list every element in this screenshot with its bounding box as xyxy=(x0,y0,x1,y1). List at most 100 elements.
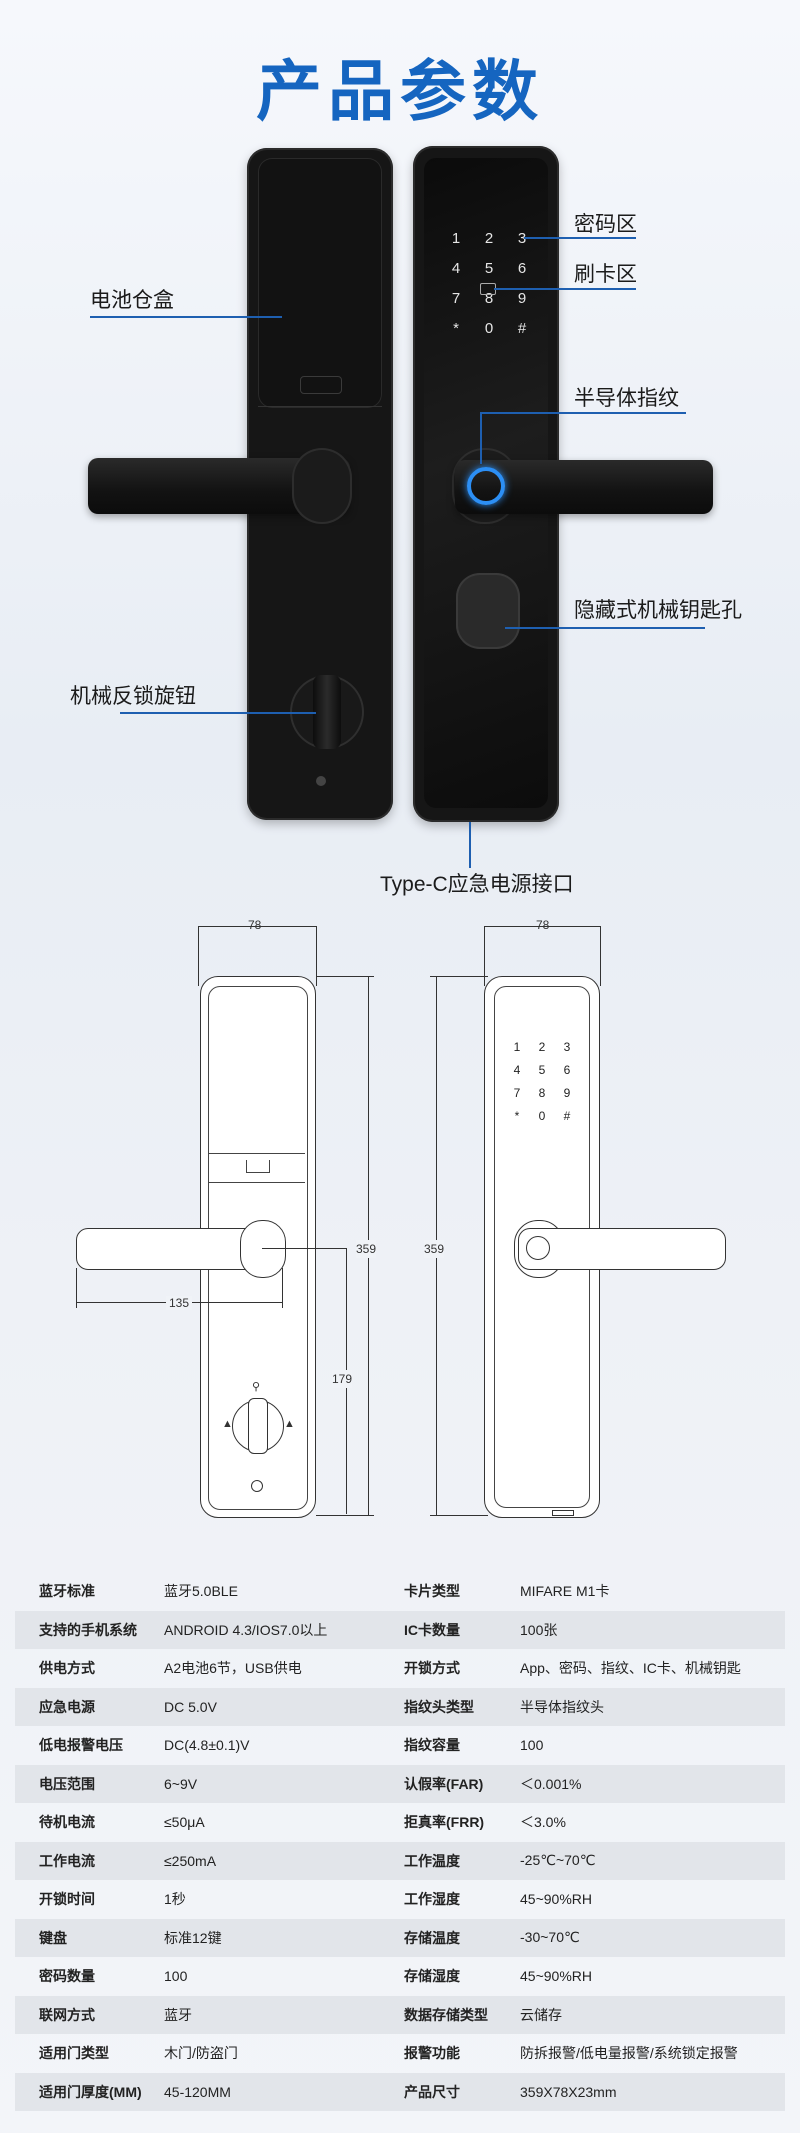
spec-value: DC 5.0V xyxy=(164,1698,217,1715)
spec-value: App、密码、指纹、IC卡、机械钥匙 xyxy=(520,1660,741,1677)
back-handle-rose xyxy=(292,448,352,524)
spec-value: 45~90%RH xyxy=(520,1968,592,1985)
dim-tick-bottom-left xyxy=(316,1515,374,1516)
drawing-screw-icon xyxy=(251,1480,263,1492)
key-6[interactable]: 6 xyxy=(517,260,527,277)
spec-value: 100 xyxy=(520,1737,544,1754)
keypad: 1 2 3 4 5 6 7 8 9 * 0 # xyxy=(441,230,537,340)
spec-value: MIFARE M1卡 xyxy=(520,1583,610,1600)
lock-icon-left: ▲ xyxy=(222,1418,233,1430)
callout-line-keyhole xyxy=(505,627,705,629)
spec-label: 工作湿度 xyxy=(404,1891,460,1908)
spec-value: 木门/防盗门 xyxy=(164,2045,238,2062)
drawing-battery-line-2 xyxy=(209,1182,305,1183)
spec-label: IC卡数量 xyxy=(404,1621,460,1638)
spec-value: A2电池6节，USB供电 xyxy=(164,1660,302,1677)
key-hash[interactable]: # xyxy=(517,320,527,337)
spec-label: 拒真率(FRR) xyxy=(404,1814,485,1831)
drawing-key-8: 8 xyxy=(538,1086,546,1100)
spec-label: 适用门厚度(MM) xyxy=(39,2083,142,2100)
drawing-knob xyxy=(248,1398,268,1454)
spec-label: 应急电源 xyxy=(39,1698,95,1715)
callout-knob: 机械反锁旋钮 xyxy=(70,685,196,708)
spec-label: 存储湿度 xyxy=(404,1968,460,1985)
dim-ext-handle-a xyxy=(76,1268,77,1308)
dim-ext-right-b xyxy=(600,926,601,986)
key-4[interactable]: 4 xyxy=(451,260,461,277)
drawing-key-3: 3 xyxy=(563,1040,571,1054)
spec-value: 蓝牙 xyxy=(164,2006,192,2023)
spec-label: 开锁时间 xyxy=(39,1891,95,1908)
spec-row: 键盘标准12键存储温度-30~70℃ xyxy=(15,1918,785,1957)
spec-label: 产品尺寸 xyxy=(404,2083,460,2100)
key-7[interactable]: 7 xyxy=(451,290,461,307)
spec-value: ＜0.001% xyxy=(520,1775,582,1792)
spec-label: 电压范围 xyxy=(39,1775,95,1792)
dim-width-right: 78 xyxy=(536,918,550,932)
spec-label: 工作电流 xyxy=(39,1852,95,1869)
key-2[interactable]: 2 xyxy=(484,230,494,247)
technical-drawing: 78 135 179 359 ⚲ ▲ ▲ 78 1 2 3 4 5 6 7 8 … xyxy=(0,910,800,1530)
key-8[interactable]: 8 xyxy=(484,290,494,307)
drawing-keypad: 1 2 3 4 5 6 7 8 9 * 0 # xyxy=(506,1040,578,1140)
drawing-key-7: 7 xyxy=(513,1086,521,1100)
dim-ext-left-a xyxy=(198,926,199,986)
dim-width-left: 78 xyxy=(248,918,262,932)
dim-handle-length: 135 xyxy=(166,1296,193,1310)
callout-line-fingerprint xyxy=(480,412,686,414)
spec-label: 工作温度 xyxy=(404,1852,460,1869)
spec-label: 数据存储类型 xyxy=(404,2006,488,2023)
fingerprint-sensor-icon[interactable] xyxy=(467,467,505,505)
page-title: 产品参数 xyxy=(256,54,544,128)
spec-value: ANDROID 4.3/IOS7.0以上 xyxy=(164,1621,328,1638)
drawing-key-2: 2 xyxy=(538,1040,546,1054)
dim-height-left: 359 xyxy=(356,1240,377,1258)
drawing-key-star: * xyxy=(514,1109,520,1123)
callout-password-area: 密码区 xyxy=(574,213,637,236)
callout-line-battery xyxy=(90,316,282,318)
key-1[interactable]: 1 xyxy=(451,230,461,247)
key-star[interactable]: * xyxy=(453,320,459,337)
drawing-battery-line xyxy=(209,1153,305,1154)
key-5[interactable]: 5 xyxy=(484,260,494,277)
dim-line-width-left xyxy=(198,926,316,927)
keyhole-cover[interactable] xyxy=(456,573,520,649)
spec-label: 存储温度 xyxy=(404,1929,460,1946)
spec-label: 指纹容量 xyxy=(404,1737,460,1754)
unlock-icon: ⚲ xyxy=(252,1381,261,1393)
dim-ext-handle-b xyxy=(282,1268,283,1308)
key-0[interactable]: 0 xyxy=(484,320,494,337)
spec-label: 认假率(FAR) xyxy=(404,1775,484,1792)
spec-label: 适用门类型 xyxy=(39,2045,109,2062)
dim-ext-right-a xyxy=(484,926,485,986)
drawing-battery-tab xyxy=(246,1160,270,1173)
callout-vline-fingerprint xyxy=(480,412,482,464)
key-3[interactable]: 3 xyxy=(517,230,527,247)
spec-label: 供电方式 xyxy=(39,1660,95,1677)
callout-typec: Type-C应急电源接口 xyxy=(380,873,574,896)
spec-label: 键盘 xyxy=(39,1929,67,1946)
spec-label: 蓝牙标准 xyxy=(39,1583,95,1600)
callout-vline-typec xyxy=(469,822,471,868)
key-9[interactable]: 9 xyxy=(517,290,527,307)
spec-value: 6~9V xyxy=(164,1775,198,1792)
spec-value: 半导体指纹头 xyxy=(520,1698,604,1715)
spec-value: 45~90%RH xyxy=(520,1891,592,1908)
divider xyxy=(258,406,382,407)
callout-battery-box: 电池仓盒 xyxy=(90,289,174,312)
spec-value: 1秒 xyxy=(164,1891,186,1908)
callout-line-knob xyxy=(120,712,316,714)
product-photo: 1 2 3 4 5 6 7 8 9 * 0 # 密码区 刷卡区 电池仓盒 半导体… xyxy=(0,140,800,900)
dim-height-right: 359 xyxy=(424,1240,445,1258)
spec-row: 开锁时间 1秒 工作湿度 45~90%RH xyxy=(15,1880,785,1919)
spec-value: ＜3.0% xyxy=(520,1814,566,1831)
callout-keyhole: 隐藏式机械钥匙孔 xyxy=(574,599,742,622)
spec-label: 支持的手机系统 xyxy=(39,1621,137,1638)
dim-line-mid xyxy=(262,1248,346,1249)
drawing-key-5: 5 xyxy=(538,1063,546,1077)
